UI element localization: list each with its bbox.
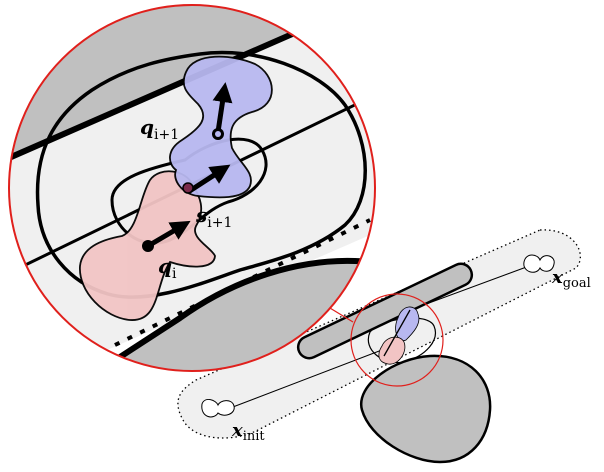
zoom-obstacle-bottom: [60, 260, 375, 371]
label-x-goal: xgoal: [551, 267, 591, 291]
arrow-q-i: [146, 220, 191, 249]
arrow-q-next: [212, 82, 233, 133]
zoom-corridor-edge: [114, 218, 371, 347]
overview-mini-blue: [395, 306, 420, 342]
magnifier-large-circle: [8, 4, 376, 372]
overview-corridor: [177, 229, 581, 439]
overview-obstacle-blob: [359, 354, 492, 464]
magnifier-small-circle: [350, 293, 444, 387]
init-peanut: [201, 398, 235, 418]
goal-peanut: [523, 254, 555, 273]
overview-mini-red: [378, 336, 406, 365]
label-q-i: qi: [158, 254, 177, 282]
label-q-next: qi+1: [140, 115, 179, 143]
point-s-next: [182, 182, 194, 194]
point-q-i: [142, 240, 154, 252]
label-x-init: xinit: [231, 420, 265, 444]
overview-scene: [177, 229, 581, 464]
label-s-next: si+1: [195, 203, 232, 231]
zoom-big-outline: [35, 50, 367, 299]
